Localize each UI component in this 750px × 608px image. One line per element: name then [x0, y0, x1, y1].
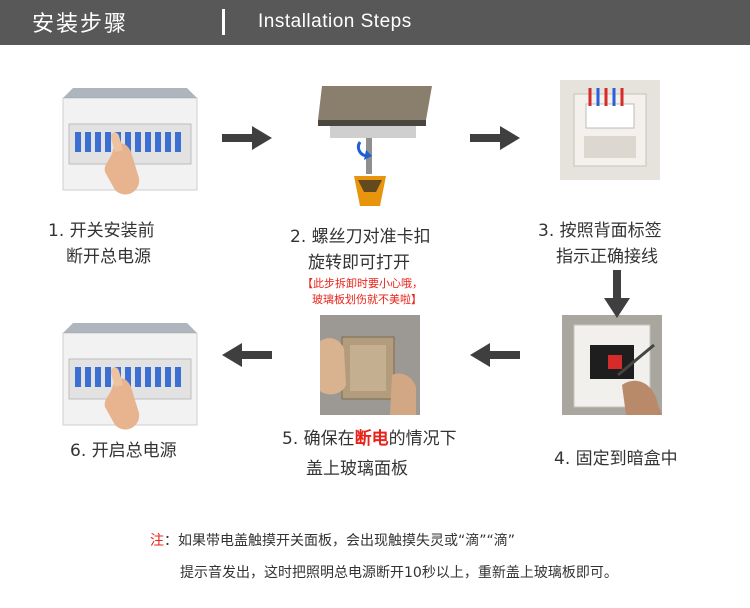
arrow-right-icon [222, 126, 272, 150]
note-line2: 提示音发出，这时把照明总电源断开10秒以上，重新盖上玻璃板即可。 [180, 562, 618, 582]
arrow-left-icon [470, 343, 520, 367]
step5-text: 5. 确保在断电的情况下 盖上玻璃面板 [282, 426, 457, 482]
step1-text: 1. 开关安装前 断开总电源 [48, 218, 155, 270]
step5-highlight: 断电 [355, 429, 389, 449]
arrow-left-icon [222, 343, 272, 367]
title-separator [222, 9, 225, 35]
step5-line1-pre: 5. 确保在 [282, 429, 355, 449]
step5-line1: 5. 确保在断电的情况下 [282, 426, 457, 452]
step4-photo [562, 315, 662, 415]
step2-line2: 旋转即可打开 [290, 250, 431, 276]
step2-warn-line2: 玻璃板划伤就不美啦】 [302, 292, 423, 308]
step6-line1: 6. 开启总电源 [70, 438, 177, 464]
step2-warning: 【此步拆卸时要小心哦， 玻璃板划伤就不美啦】 [302, 276, 423, 308]
arrow-down-icon [604, 270, 630, 318]
step5-line2: 盖上玻璃面板 [282, 456, 457, 482]
step3-text: 3. 按照背面标签 指示正确接线 [538, 218, 662, 270]
step4-text: 4. 固定到暗盒中 [554, 446, 678, 472]
step2-warn-line1: 【此步拆卸时要小心哦， [302, 276, 423, 292]
note-label: 注 [150, 533, 164, 549]
step2-photo [310, 80, 440, 210]
step3-line2: 指示正确接线 [538, 244, 662, 270]
step2-line1: 2. 螺丝刀对准卡扣 [290, 224, 431, 250]
step1-line1: 1. 开关安装前 [48, 218, 155, 244]
step5-line1-post: 的情况下 [389, 429, 457, 449]
note-text1: ：如果带电盖触摸开关面板，会出现触摸失灵或“滴”“滴” [164, 533, 515, 549]
step1-line2: 断开总电源 [48, 244, 155, 270]
step6-photo [55, 315, 205, 440]
title-cn: 安装步骤 [32, 6, 128, 38]
step1-photo [55, 80, 205, 205]
step3-photo [560, 80, 660, 180]
step6-text: 6. 开启总电源 [70, 438, 177, 464]
title-en: Installation Steps [258, 11, 412, 33]
header-bar: 安装步骤 Installation Steps [0, 0, 750, 45]
step5-photo [320, 315, 420, 415]
step3-line1: 3. 按照背面标签 [538, 218, 662, 244]
arrow-right-icon [470, 126, 520, 150]
step2-text: 2. 螺丝刀对准卡扣 旋转即可打开 [290, 224, 431, 276]
note-line1: 注：如果带电盖触摸开关面板，会出现触摸失灵或“滴”“滴” [150, 530, 515, 550]
step4-line1: 4. 固定到暗盒中 [554, 446, 678, 472]
